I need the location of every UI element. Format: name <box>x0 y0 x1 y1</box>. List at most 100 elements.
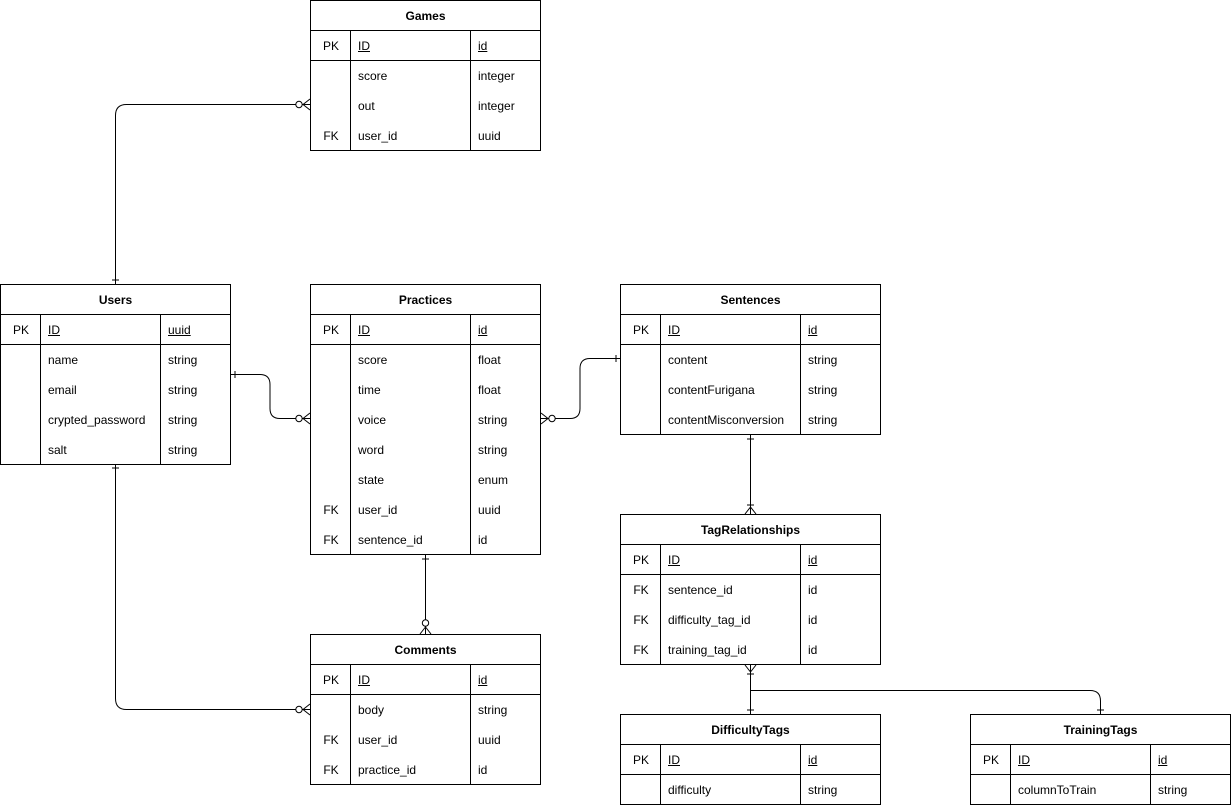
attribute-name: ID <box>1018 753 1030 767</box>
column-divider <box>470 665 471 784</box>
attribute-type: id <box>808 753 818 767</box>
attribute-type: string <box>168 353 198 367</box>
attribute-row: crypted_password string <box>1 405 230 435</box>
attribute-type: string <box>1158 783 1188 797</box>
attribute-name: score <box>358 353 388 367</box>
rel-users-games <box>115 104 310 284</box>
attribute-type: uuid <box>478 129 501 143</box>
attribute-type: uuid <box>168 323 191 337</box>
attribute-row: difficulty string <box>621 775 880 805</box>
column-divider <box>350 31 351 150</box>
entity-title: Games <box>311 1 540 31</box>
attribute-type: id <box>478 763 488 777</box>
mark-users-practices-many-b <box>302 418 311 425</box>
entity-title: TrainingTags <box>971 715 1230 745</box>
key-type: FK <box>633 643 649 657</box>
attribute-name: difficulty <box>668 783 712 797</box>
attribute-name: contentMisconversion <box>668 413 785 427</box>
rel-users-comments <box>115 465 310 710</box>
mark-tag-many-a <box>744 664 751 673</box>
attribute-name: ID <box>358 39 370 53</box>
attribute-name: contentFurigana <box>668 383 755 397</box>
attribute-name: salt <box>48 443 67 457</box>
key-type: PK <box>322 39 339 53</box>
key-type: FK <box>323 533 339 547</box>
attribute-row: content string <box>621 345 880 375</box>
attribute-name: voice <box>358 413 387 427</box>
attribute-name: ID <box>358 673 370 687</box>
attribute-type: id <box>808 323 818 337</box>
attribute-type: string <box>808 783 838 797</box>
mark-users-games-many-b <box>302 104 311 111</box>
attribute-row: contentMisconversion string <box>621 405 880 435</box>
attribute-type: integer <box>478 69 515 83</box>
attribute-name: sentence_id <box>358 533 423 547</box>
mark-users-practices-zero <box>295 414 303 423</box>
attribute-name: name <box>48 353 79 367</box>
attribute-type: float <box>478 383 501 397</box>
key-type: FK <box>323 503 339 517</box>
key-type: PK <box>632 323 649 337</box>
attribute-name: practice_id <box>358 763 417 777</box>
rel-users-practices <box>231 374 310 419</box>
attribute-type: string <box>808 413 838 427</box>
mark-practices-comments-zero <box>421 619 430 627</box>
attribute-name: content <box>668 353 708 367</box>
primary-key-row: PK ID id <box>311 31 540 61</box>
attribute-name: crypted_password <box>48 413 146 427</box>
column-divider <box>470 31 471 150</box>
key-type: PK <box>322 673 339 687</box>
attribute-name: time <box>358 383 381 397</box>
column-divider <box>470 315 471 554</box>
attribute-name: ID <box>668 753 680 767</box>
column-divider <box>800 315 801 434</box>
column-divider <box>660 545 661 664</box>
key-type: PK <box>632 553 649 567</box>
attribute-name: sentence_id <box>668 583 733 597</box>
column-divider <box>1010 745 1011 804</box>
attribute-type: id <box>808 583 818 597</box>
attribute-type: string <box>808 353 838 367</box>
attribute-type: enum <box>478 473 509 487</box>
key-type: FK <box>323 763 339 777</box>
attribute-type: id <box>478 39 488 53</box>
mark-users-practices-many-a <box>302 412 311 419</box>
attribute-name: ID <box>668 323 680 337</box>
attribute-type: id <box>808 643 818 657</box>
column-divider <box>40 315 41 464</box>
attribute-type: string <box>168 413 198 427</box>
key-type: FK <box>633 583 649 597</box>
rel-sentences-practices <box>541 358 620 419</box>
attribute-name: word <box>358 443 385 457</box>
column-divider <box>160 315 161 464</box>
attribute-name: user_id <box>358 733 398 747</box>
column-divider <box>350 665 351 784</box>
key-type: FK <box>323 129 339 143</box>
column-divider <box>800 745 801 804</box>
mark-sentences-tag-many-b <box>750 506 757 515</box>
entity-title: Users <box>1 285 230 315</box>
attribute-type: string <box>168 383 198 397</box>
attribute-name: ID <box>668 553 680 567</box>
